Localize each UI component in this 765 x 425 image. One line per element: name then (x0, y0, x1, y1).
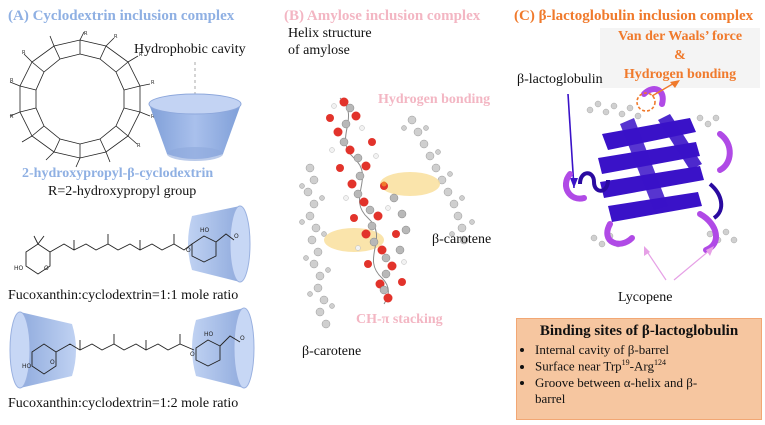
svg-text:R: R (139, 52, 143, 58)
fucoxanthin-1-1-structure: HO O O HO O (14, 205, 251, 283)
vdw-callout-box: Van der Waals’ force & Hydrogen bonding (600, 28, 760, 88)
binding-item-2: Surface near Trp19-Arg124 (535, 358, 761, 375)
svg-text:HO: HO (14, 265, 24, 272)
svg-text:O: O (186, 247, 191, 254)
binding-item-2-text: Surface near Trp (535, 358, 622, 374)
panel-b-header: (B) Amylose inclusion complex (284, 8, 481, 24)
trp-superscript: 19 (621, 358, 630, 368)
cavity-label: Hydrophobic cavity (134, 42, 246, 57)
svg-text:R: R (151, 80, 155, 86)
svg-text:HO: HO (200, 227, 210, 234)
svg-text:O: O (240, 335, 245, 342)
svg-text:R: R (151, 114, 155, 120)
arg-superscript: 124 (653, 358, 666, 368)
panel-c-header: (C) β-lactoglobulin inclusion complex (514, 8, 754, 24)
binding-sites-title: Binding sites of β-lactoglobulin (539, 323, 739, 339)
binding-item-1: Internal cavity of β-barrel (535, 342, 761, 358)
svg-text:R: R (22, 50, 26, 56)
binding-item-3: Groove between α-helix and β-barrel (535, 375, 761, 408)
arg-text: -Arg (629, 358, 654, 374)
svg-text:O: O (190, 351, 195, 358)
svg-text:R: R (84, 31, 88, 37)
helix-label-line1: Helix structure (288, 26, 372, 41)
amylose-helix-model (299, 97, 475, 329)
hbond-label-c: Hydrogen bonding (623, 66, 737, 82)
svg-text:R: R (10, 114, 14, 120)
r-group-label: R=2-hydroxypropyl group (48, 184, 197, 199)
binding-sites-box: Binding sites of β-lactoglobulin Interna… (516, 318, 762, 420)
cyclodextrin-structure: R R R R R R R R R (9, 31, 155, 168)
vdw-label: Van der Waals’ force (617, 29, 743, 44)
ratio-1-1-label: Fucoxanthin:cyclodextrin=1:1 mole ratio (8, 288, 239, 303)
helix-label-line2: of amylose (288, 43, 350, 58)
binding-item-3-text: Groove between α-helix and β- (535, 374, 698, 390)
cyclodextrin-cone (148, 93, 242, 161)
lycopene-label: Lycopene (618, 290, 673, 305)
blg-label: β-lactoglobulin (517, 72, 603, 87)
ch-pi-stacking-label: CH-π stacking (356, 312, 443, 327)
beta-lactoglobulin-model (563, 80, 738, 281)
hydrogen-bonding-label: Hydrogen bonding (378, 92, 491, 107)
carotene-right-label: β-carotene (432, 232, 492, 247)
svg-text:R: R (114, 34, 118, 40)
binding-item-3-cont: barrel (535, 391, 566, 407)
svg-text:O: O (50, 359, 55, 366)
fucoxanthin-1-2-structure: HO O O HO O (9, 307, 255, 389)
vdw-ampersand: & (674, 47, 686, 63)
svg-text:O: O (44, 265, 49, 272)
ratio-1-2-label: Fucoxanthin:cyclodextrin=1:2 mole ratio (8, 396, 239, 411)
compound-name: 2-hydroxypropyl-β-cyclodextrin (22, 166, 214, 181)
svg-text:R: R (10, 78, 14, 84)
panel-a-header: (A) Cyclodextrin inclusion complex (8, 8, 235, 24)
svg-text:R: R (137, 143, 141, 149)
svg-text:HO: HO (22, 363, 32, 370)
carotene-left-label: β-carotene (302, 344, 362, 359)
svg-text:O: O (234, 233, 239, 240)
svg-text:HO: HO (204, 331, 214, 338)
